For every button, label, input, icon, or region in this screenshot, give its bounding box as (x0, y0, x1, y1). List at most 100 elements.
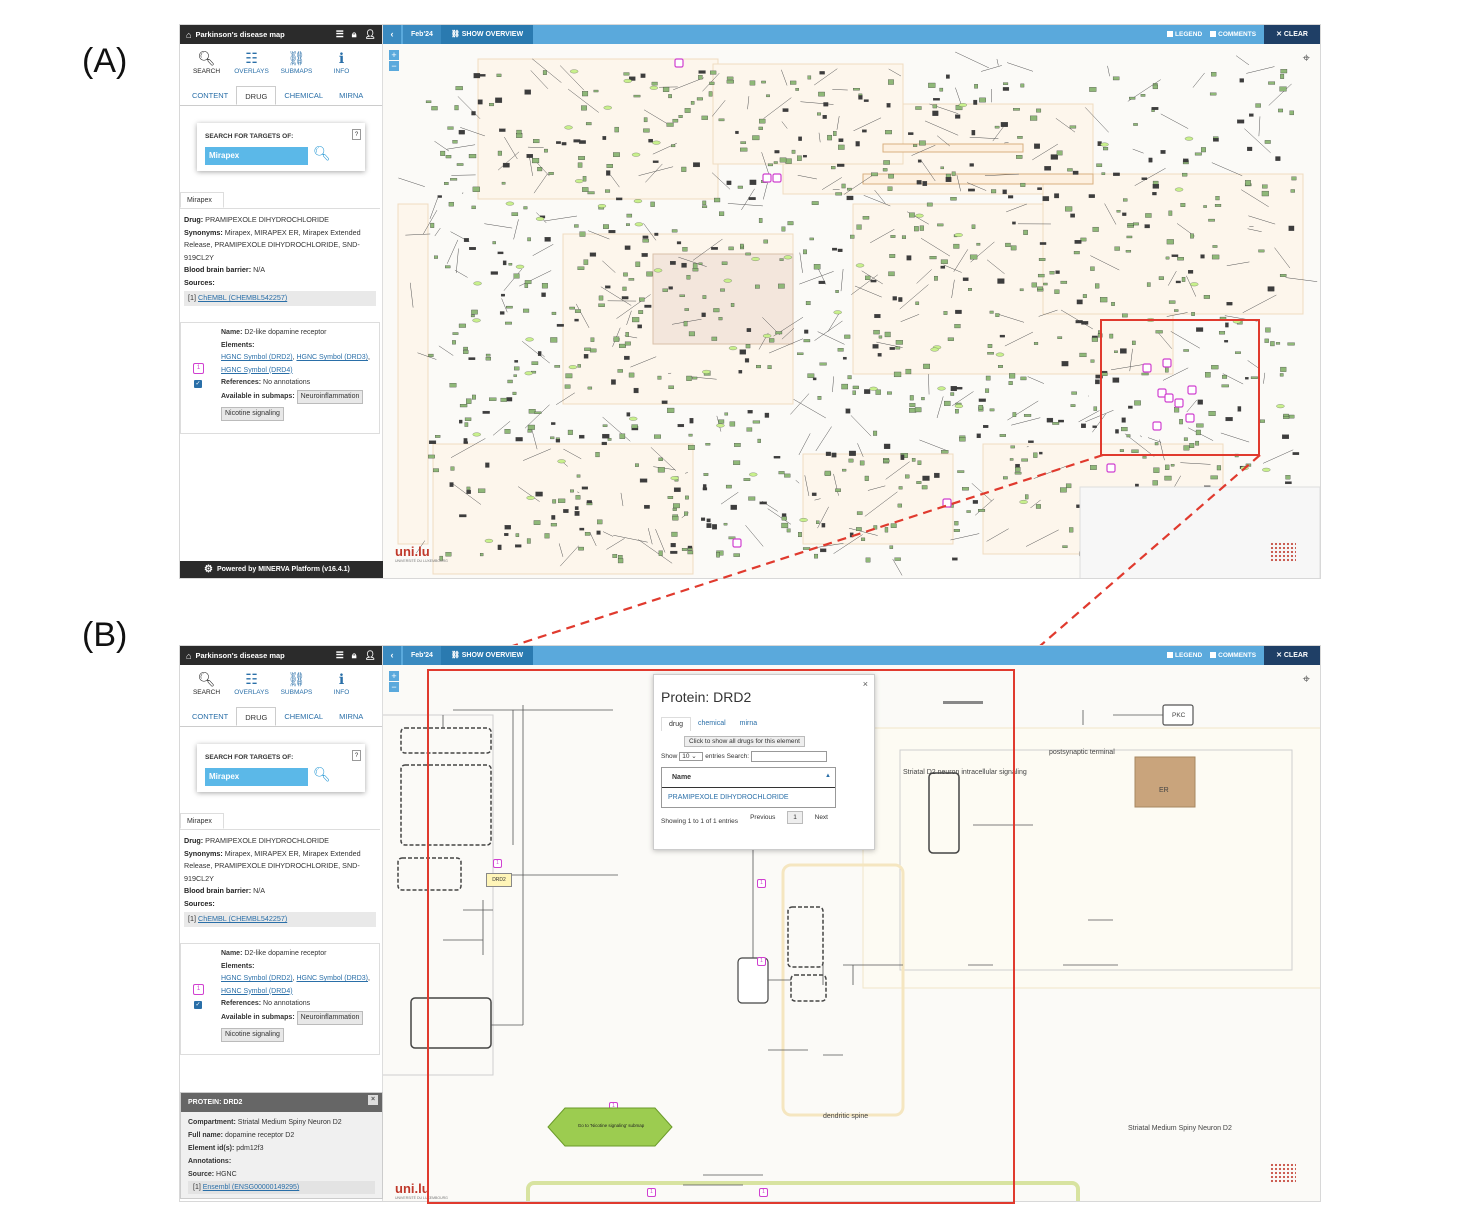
label-er: ER (1159, 787, 1169, 794)
popup-tab-drug[interactable]: drug (661, 717, 692, 731)
user-icon[interactable]: 👤︎ (364, 650, 376, 660)
nav-overlays[interactable]: ☷OVERLAYS (229, 671, 274, 705)
table-row[interactable]: PRAMIPEXOLE DIHYDROCHLORIDE (668, 794, 789, 801)
close-icon[interactable]: × (862, 679, 868, 689)
close-icon[interactable]: × (368, 1095, 378, 1105)
help-button[interactable]: ? (352, 129, 361, 140)
chembl-link[interactable]: ChEMBL (CHEMBL542257) (198, 914, 288, 923)
center-map-icon[interactable]: ⌖ (1302, 671, 1310, 686)
drug-search-box: SEARCH FOR TARGETS OF: ? Mirapex 🔍︎ (197, 123, 365, 171)
entries-select[interactable]: 10 ⌄ (679, 752, 704, 762)
zoom-out-button[interactable]: − (389, 61, 399, 71)
nav-search[interactable]: 🔍︎SEARCH (184, 50, 229, 84)
search-submit-icon[interactable]: 🔍︎ (313, 766, 331, 782)
lock-icon[interactable]: 🔒︎ (351, 29, 357, 39)
show-overview-button[interactable]: ⛓ SHOW OVERVIEW (440, 25, 534, 44)
hgnc-drd3-link[interactable]: HGNC Symbol (DRD3) (296, 354, 369, 361)
comments-toggle[interactable]: COMMENTS (1210, 31, 1256, 38)
popup-tab-chemical[interactable]: chemical (698, 720, 726, 727)
hgnc-drd3-link[interactable]: HGNC Symbol (DRD3) (296, 975, 369, 982)
nav-overlays[interactable]: ☷OVERLAYS (229, 50, 274, 84)
search-submit-icon[interactable]: 🔍︎ (313, 145, 331, 161)
zoom-in-button[interactable]: + (389, 50, 399, 60)
map-canvas[interactable]: + − ⌖ postsynaptic terminal Striatal D2 … (383, 665, 1320, 1201)
nicotine-submap-link-label[interactable]: Go to 'Nicotine signaling' submap (577, 1123, 645, 1128)
target-card: 1 ✓ Name: D2-like dopamine receptor Elem… (180, 943, 380, 1055)
screenshot-panel-a: ⌂ Parkinson's disease map ☰ 🔒︎ 👤︎ 🔍︎SEAR… (179, 24, 1321, 579)
chembl-link[interactable]: ChEMBL (CHEMBL542257) (198, 293, 288, 302)
result-tab-mirapex[interactable]: Mirapex (180, 813, 224, 829)
show-all-drugs-button[interactable]: Click to show all drugs for this element (684, 736, 805, 747)
help-button[interactable]: ? (352, 750, 361, 761)
nav-search[interactable]: 🔍︎SEARCH (184, 671, 229, 705)
menu-icon[interactable]: ☰ (335, 650, 344, 660)
tab-drug[interactable]: DRUG (236, 707, 277, 726)
collapse-sidebar-icon[interactable]: ‹ (383, 646, 401, 665)
tab-drug[interactable]: DRUG (236, 86, 277, 105)
popup-title: Protein: DRD2 (661, 689, 752, 705)
home-icon[interactable]: ⌂ (186, 650, 192, 661)
tab-mirna[interactable]: MIRNA (339, 91, 364, 100)
hgnc-drd4-link[interactable]: HGNC Symbol (DRD4) (221, 987, 293, 995)
hgnc-drd2-link[interactable]: HGNC Symbol (DRD2) (221, 975, 293, 982)
target-checkbox[interactable]: ✓ (194, 380, 202, 388)
hgnc-drd2-link[interactable]: HGNC Symbol (DRD2) (221, 354, 293, 361)
submap-neuroinflammation-button[interactable]: Neuroinflammation (296, 389, 364, 404)
menu-icon[interactable]: ☰ (335, 29, 344, 39)
marker-icon[interactable]: 1 (647, 1188, 656, 1197)
zoom-in-button[interactable]: + (389, 671, 399, 681)
tab-content[interactable]: CONTENT (192, 712, 229, 721)
show-overview-button[interactable]: ⛓ SHOW OVERVIEW (440, 646, 534, 665)
tab-mirna[interactable]: MIRNA (339, 712, 364, 721)
lock-icon[interactable]: 🔒︎ (351, 650, 357, 660)
submap-neuroinflammation-button[interactable]: Neuroinflammation (296, 1010, 364, 1025)
page-1-button[interactable]: 1 (787, 811, 803, 824)
project-version[interactable]: Feb'24 (403, 646, 441, 665)
popup-tab-mirna[interactable]: mirna (739, 720, 758, 727)
marker-icon[interactable]: 1 (493, 859, 502, 868)
tab-chemical[interactable]: CHEMICAL (284, 91, 324, 100)
search-tabs: CONTENT DRUG CHEMICAL MIRNA (180, 86, 382, 106)
ensembl-link[interactable]: Ensembl (ENSG00000149295) (202, 1184, 300, 1191)
legend-toggle[interactable]: LEGEND (1167, 652, 1202, 659)
tab-chemical[interactable]: CHEMICAL (284, 712, 324, 721)
sort-icon[interactable]: ▲ (825, 773, 831, 779)
home-icon[interactable]: ⌂ (186, 29, 192, 40)
tab-content[interactable]: CONTENT (192, 91, 229, 100)
clear-button[interactable]: ✕ CLEAR (1264, 646, 1320, 665)
nicotine-submap-link[interactable] (547, 1107, 673, 1147)
project-version[interactable]: Feb'24 (403, 25, 441, 44)
hgnc-drd4-link[interactable]: HGNC Symbol (DRD4) (221, 366, 293, 374)
clear-button[interactable]: ✕ CLEAR (1264, 25, 1320, 44)
comments-toggle[interactable]: COMMENTS (1210, 652, 1256, 659)
target-checkbox[interactable]: ✓ (194, 1001, 202, 1009)
next-page-button[interactable]: Next (814, 814, 828, 821)
collapse-sidebar-icon[interactable]: ‹ (383, 25, 401, 44)
submap-nicotine-button[interactable]: Nicotine signaling (221, 406, 284, 421)
marker-icon[interactable]: 1 (757, 879, 766, 888)
prev-page-button[interactable]: Previous (750, 814, 776, 821)
zoom-out-button[interactable]: − (389, 682, 399, 692)
submap-nicotine-button[interactable]: Nicotine signaling (221, 1027, 284, 1042)
info-icon: ℹ (338, 671, 345, 687)
legend-toggle[interactable]: LEGEND (1167, 31, 1202, 38)
marker-icon[interactable]: 1 (757, 957, 766, 966)
drd2-node[interactable]: DRD2 (486, 873, 512, 887)
popup-search-input[interactable] (751, 751, 827, 762)
center-map-icon[interactable]: ⌖ (1302, 50, 1310, 65)
nav-submaps[interactable]: ⛓SUBMAPS (274, 671, 319, 705)
search-tabs: CONTENT DRUG CHEMICAL MIRNA (180, 707, 382, 727)
table-header-name[interactable]: Name▲ (662, 768, 835, 788)
search-input[interactable]: Mirapex (205, 768, 308, 786)
result-tab-mirapex[interactable]: Mirapex (180, 192, 224, 208)
zoom-region-box (1100, 319, 1260, 456)
search-input[interactable]: Mirapex (205, 147, 308, 165)
marker-icon[interactable]: 1 (759, 1188, 768, 1197)
nav-submaps[interactable]: ⛓SUBMAPS (274, 50, 319, 84)
user-icon[interactable]: 👤︎ (364, 29, 376, 39)
